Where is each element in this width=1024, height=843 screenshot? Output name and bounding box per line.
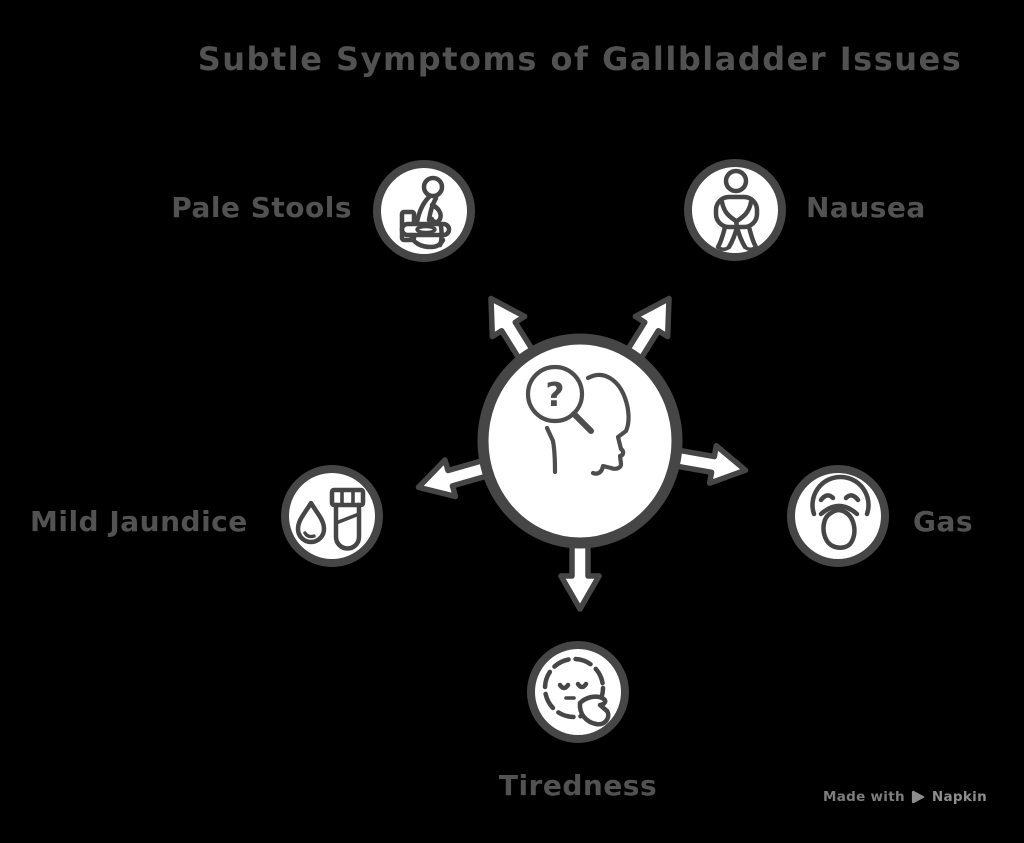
page-title: Subtle Symptoms of Gallbladder Issues	[197, 40, 963, 78]
person-on-toilet-icon	[373, 160, 475, 262]
symptom-label-nausea: Nausea	[806, 191, 926, 224]
napkin-logo-icon	[911, 790, 925, 804]
symptom-node-pale-stools	[369, 156, 479, 266]
symptom-label-pale-stools: Pale Stools	[171, 191, 352, 224]
head-question-magnifier-icon: ?	[525, 364, 631, 476]
symptom-node-nausea	[680, 155, 790, 265]
person-holding-stomach-icon	[684, 159, 786, 261]
symptom-node-tiredness	[523, 637, 633, 747]
symptom-node-gas	[783, 461, 893, 571]
watermark-brand: Napkin	[931, 789, 987, 805]
symptom-label-mild-jaundice: Mild Jaundice	[30, 505, 248, 538]
symptom-node-mild-jaundice	[277, 461, 387, 571]
symptom-label-tiredness: Tiredness	[498, 769, 658, 802]
central-hub: ?	[415, 295, 749, 612]
droplet-test-tube-icon	[281, 465, 383, 567]
hub-circle	[477, 333, 683, 549]
symptom-label-gas: Gas	[913, 505, 974, 538]
watermark: Made with Napkin	[823, 789, 987, 805]
svg-text:?: ?	[545, 375, 564, 414]
watermark-text: Made with	[822, 789, 905, 805]
face-belch-tongue-icon	[787, 465, 889, 567]
arrow-bottom	[558, 516, 602, 612]
sleepy-yawning-face-icon	[527, 641, 629, 743]
